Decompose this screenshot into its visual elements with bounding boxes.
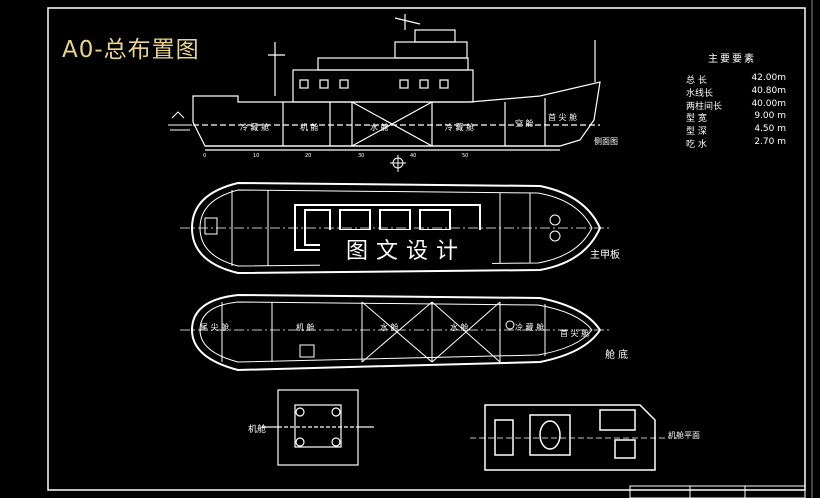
room-label: 空 舱 — [515, 119, 534, 128]
waterline-symbol — [168, 111, 406, 172]
spec-value: 9.00 m — [754, 111, 786, 122]
hold-label: 舱 底 — [605, 350, 629, 361]
stern-deck-detail — [470, 404, 670, 471]
spec-label: 型 深 — [686, 127, 707, 138]
spec-row: 水线长 40.80m — [686, 86, 786, 99]
spec-label: 水线长 — [686, 88, 714, 99]
side-view-frame-numbers: 0 10 20 30 40 50 — [203, 153, 468, 159]
spec-value: 42.00m — [751, 73, 786, 83]
main-specs-table: 主要要素 总 长 42.00m 水线长 40.80m 两柱间长 40.00m 型… — [686, 50, 786, 150]
watermark: 图文设计 — [320, 230, 492, 268]
spec-value: 40.80m — [751, 85, 786, 96]
room-label: 首 尖 舱 — [548, 113, 578, 122]
spec-value: 4.50 m — [754, 124, 786, 135]
spec-row: 总 长 42.00m — [686, 73, 786, 86]
title-block — [629, 485, 806, 498]
spec-label: 两柱间长 — [686, 101, 723, 112]
spec-value: 2.70 m — [754, 136, 786, 147]
engine-room-plan — [262, 389, 374, 466]
svg-text:10: 10 — [253, 153, 259, 159]
room-label: 机 舱 — [296, 323, 315, 332]
spec-value: 40.00m — [751, 98, 786, 109]
main-deck-label: 主甲板 — [590, 250, 620, 261]
engine-room-label: 机舱 — [248, 425, 267, 435]
side-view-label: 侧面图 — [594, 137, 618, 146]
drawing-frame — [47, 7, 806, 491]
spec-row: 两柱间长 40.00m — [686, 99, 786, 112]
spec-row: 吃 水 2.70 m — [686, 137, 786, 150]
room-label: 水 舱 — [450, 323, 469, 332]
room-label: 机 舱 — [300, 123, 319, 132]
room-label: 尾 尖 舱 — [200, 323, 230, 332]
spec-row: 型 宽 9.00 m — [686, 111, 786, 124]
room-label: 水 舱 — [370, 123, 389, 132]
drawing-title: A0-总布置图 — [62, 37, 200, 63]
room-label: 首 尖 舱 — [560, 329, 590, 338]
spec-label: 总 长 — [686, 76, 707, 86]
room-label: 冷 藏 舱 — [445, 123, 475, 132]
room-label: 水 舱 — [380, 323, 399, 332]
svg-text:50: 50 — [462, 153, 468, 159]
svg-text:20: 20 — [305, 153, 311, 159]
specs-heading: 主要要素 — [708, 54, 756, 65]
engine-room-plan-label: 机舱平面 — [668, 431, 700, 440]
svg-text:40: 40 — [410, 153, 416, 159]
hold-plan — [180, 293, 610, 372]
spec-row: 型 深 4.50 m — [686, 124, 786, 137]
room-label: 冷 藏 舱 — [240, 123, 270, 132]
room-label: 冷 藏 舱 — [515, 323, 545, 332]
svg-text:30: 30 — [358, 153, 364, 159]
side-profile-view — [192, 14, 601, 151]
svg-text:0: 0 — [203, 153, 206, 159]
spec-label: 吃 水 — [686, 139, 707, 150]
spec-label: 型 宽 — [686, 114, 707, 125]
